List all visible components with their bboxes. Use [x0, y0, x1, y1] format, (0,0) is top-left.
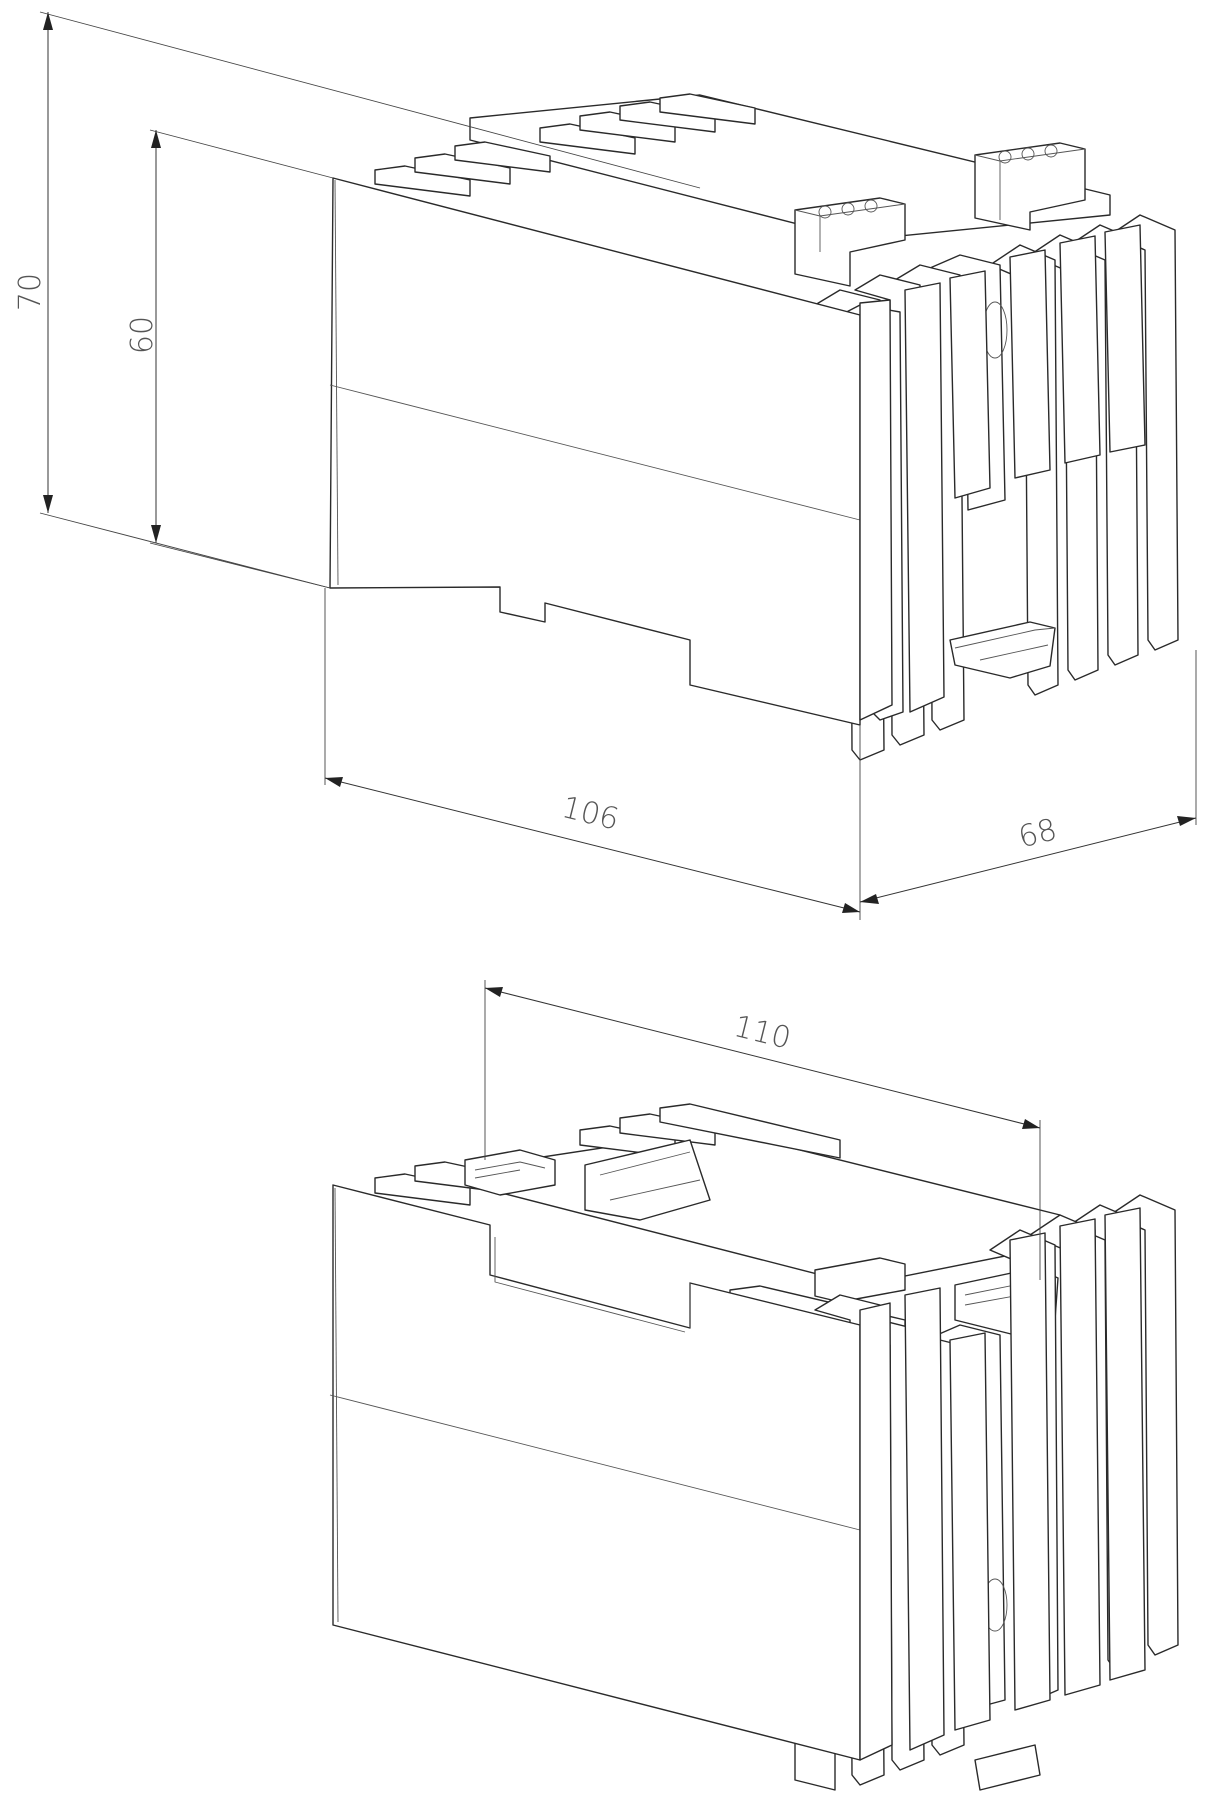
dim-label-60: 60	[125, 316, 160, 354]
dimension-lines-bottom	[484, 980, 1041, 1280]
front-panel-bottom	[332, 1184, 861, 1761]
dim-label-70: 70	[13, 273, 48, 311]
din-clip-top	[949, 621, 1056, 679]
top-ribs	[374, 93, 756, 197]
foot-right	[974, 1744, 1041, 1791]
front-panel	[329, 177, 861, 726]
din-clip-left	[464, 1139, 711, 1221]
dim-label-68: 68	[1015, 812, 1061, 855]
terminal-block-right	[974, 142, 1086, 231]
bottom-view-enclosure	[329, 1103, 1179, 1791]
front-fin-faces-bottom	[859, 1207, 1146, 1761]
dimension-lines-top	[39, 11, 1197, 920]
front-fin-faces	[859, 224, 1146, 721]
dim-label-106: 106	[558, 790, 622, 838]
top-view-enclosure	[329, 93, 1179, 761]
terminal-block-left	[794, 197, 906, 287]
dim-label-110: 110	[730, 1009, 794, 1057]
